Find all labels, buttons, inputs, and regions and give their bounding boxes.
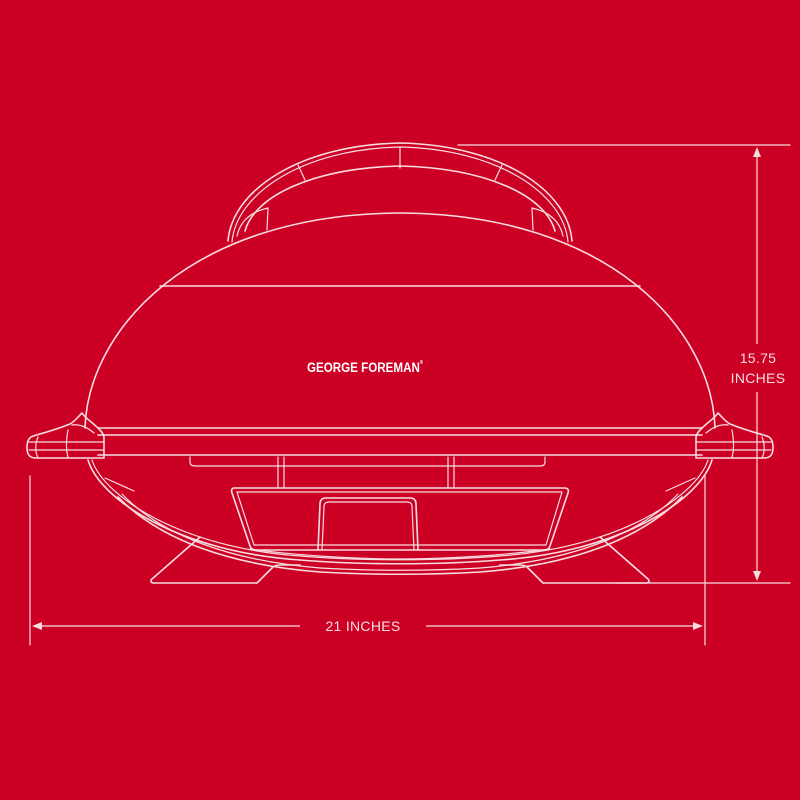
right-foot: [499, 536, 650, 584]
grill-body-band: [97, 427, 703, 488]
brand-name: GEORGE FOREMAN: [306, 360, 420, 375]
registered-mark: ®: [419, 360, 424, 366]
height-unit: INCHES: [730, 370, 786, 386]
stand-cradle: [87, 459, 713, 576]
left-side-handle: [26, 412, 105, 459]
left-foot: [150, 536, 301, 584]
right-side-handle: [695, 412, 774, 459]
arrow-down-icon: [753, 571, 761, 581]
arrow-up-icon: [753, 147, 761, 157]
height-value: 15.75: [739, 350, 777, 366]
lid-handle: [227, 142, 573, 243]
arrow-right-icon: [693, 622, 703, 630]
grill-lid-dome: [84, 212, 716, 429]
width-label: 21 INCHES: [300, 617, 426, 635]
brand-logo: GEORGE FOREMAN®: [301, 360, 430, 375]
arrow-left-icon: [32, 622, 42, 630]
height-label: 15.75 INCHES: [712, 344, 800, 392]
drip-tray: [230, 487, 570, 560]
